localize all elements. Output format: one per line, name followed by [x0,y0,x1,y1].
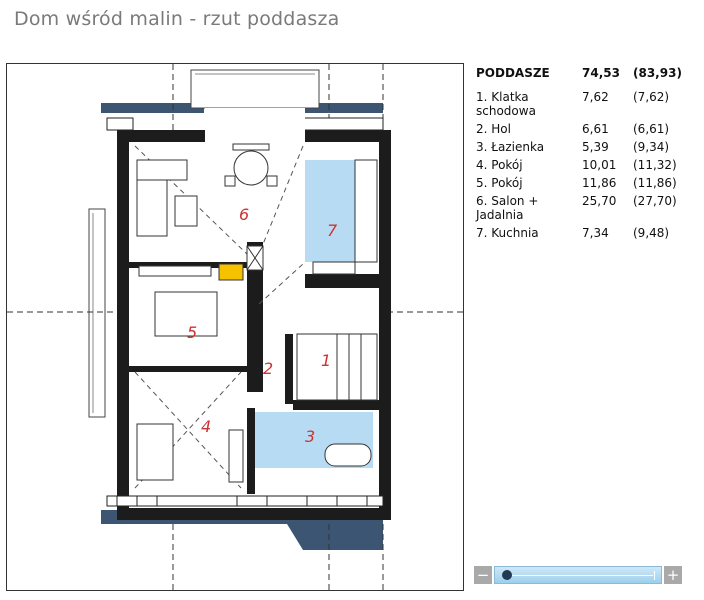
balcony-top [190,69,320,109]
zoom-slider-end-tick [654,571,655,580]
room-name: 7. Kuchnia [476,226,539,240]
zoom-slider-handle[interactable] [502,570,513,580]
table-row: 3. Łazienka 5,39 (9,34) [476,140,696,154]
kitchen-tiles [305,160,355,262]
roof-top-right [303,103,383,113]
room-area: 7,34 [582,226,609,240]
zoom-in-button[interactable]: + [664,566,682,584]
room-total: (9,48) [633,226,670,240]
room-area-table: PODDASZE 74,53 (83,93) 1. Klatka schodow… [476,66,696,244]
room-number-5: 5 [187,323,197,342]
room-total: (7,62) [633,90,670,104]
room-name: 2. Hol [476,122,511,136]
page-title: Dom wśród malin - rzut poddasza [14,8,340,30]
terrace-left [88,208,106,418]
room-number-2: 2 [263,359,273,378]
room-name: 1. Klatka schodowa [476,90,536,118]
dining-table [233,150,269,186]
room-name: 4. Pokój [476,158,523,172]
floor-plan: 1 2 3 4 5 6 7 [7,64,463,590]
room-number-3: 3 [305,427,315,446]
room-name: 5. Pokój [476,176,523,190]
table-row: 1. Klatka schodowa 7,62 (7,62) [476,90,696,118]
table-row: 2. Hol 6,61 (6,61) [476,122,696,136]
room-total: (11,32) [633,158,677,172]
roof-top-left [101,103,204,113]
table-row: 5. Pokój 11,86 (11,86) [476,176,696,190]
table-header: PODDASZE 74,53 (83,93) [476,66,696,80]
header-area: 74,53 [582,66,620,80]
room-number-4: 4 [201,417,211,436]
bed-room-4 [136,423,174,481]
room-total: (9,34) [633,140,670,154]
room-name: 6. Salon + Jadalnia [476,194,539,222]
header-name: PODDASZE [476,66,550,80]
zoom-slider-line [503,575,653,576]
room-area: 6,61 [582,122,609,136]
bed-room-5 [154,291,218,337]
fireplace [218,263,244,281]
room-area: 5,39 [582,140,609,154]
room-total: (6,61) [633,122,670,136]
room-number-1: 1 [321,351,331,370]
room-area: 11,86 [582,176,617,190]
table-row: 4. Pokój 10,01 (11,32) [476,158,696,172]
room-number-7: 7 [327,221,338,240]
table-row: 6. Salon + Jadalnia 25,70 (27,70) [476,194,696,222]
floor-plan-frame[interactable]: 1 2 3 4 5 6 7 [6,63,464,591]
room-number-6: 6 [239,205,249,224]
room-area: 7,62 [582,90,609,104]
room-name: 3. Łazienka [476,140,545,154]
room-total: (27,70) [633,194,677,208]
zoom-slider[interactable] [494,566,662,584]
room-area: 10,01 [582,158,617,172]
table-row: 7. Kuchnia 7,34 (9,48) [476,226,696,240]
header-total: (83,93) [633,66,682,80]
zoom-out-button[interactable]: − [474,566,492,584]
room-total: (11,86) [633,176,677,190]
zoom-control: − + [474,566,684,586]
roof-overhang [287,524,383,550]
bathtub [324,443,372,467]
room-area: 25,70 [582,194,617,208]
